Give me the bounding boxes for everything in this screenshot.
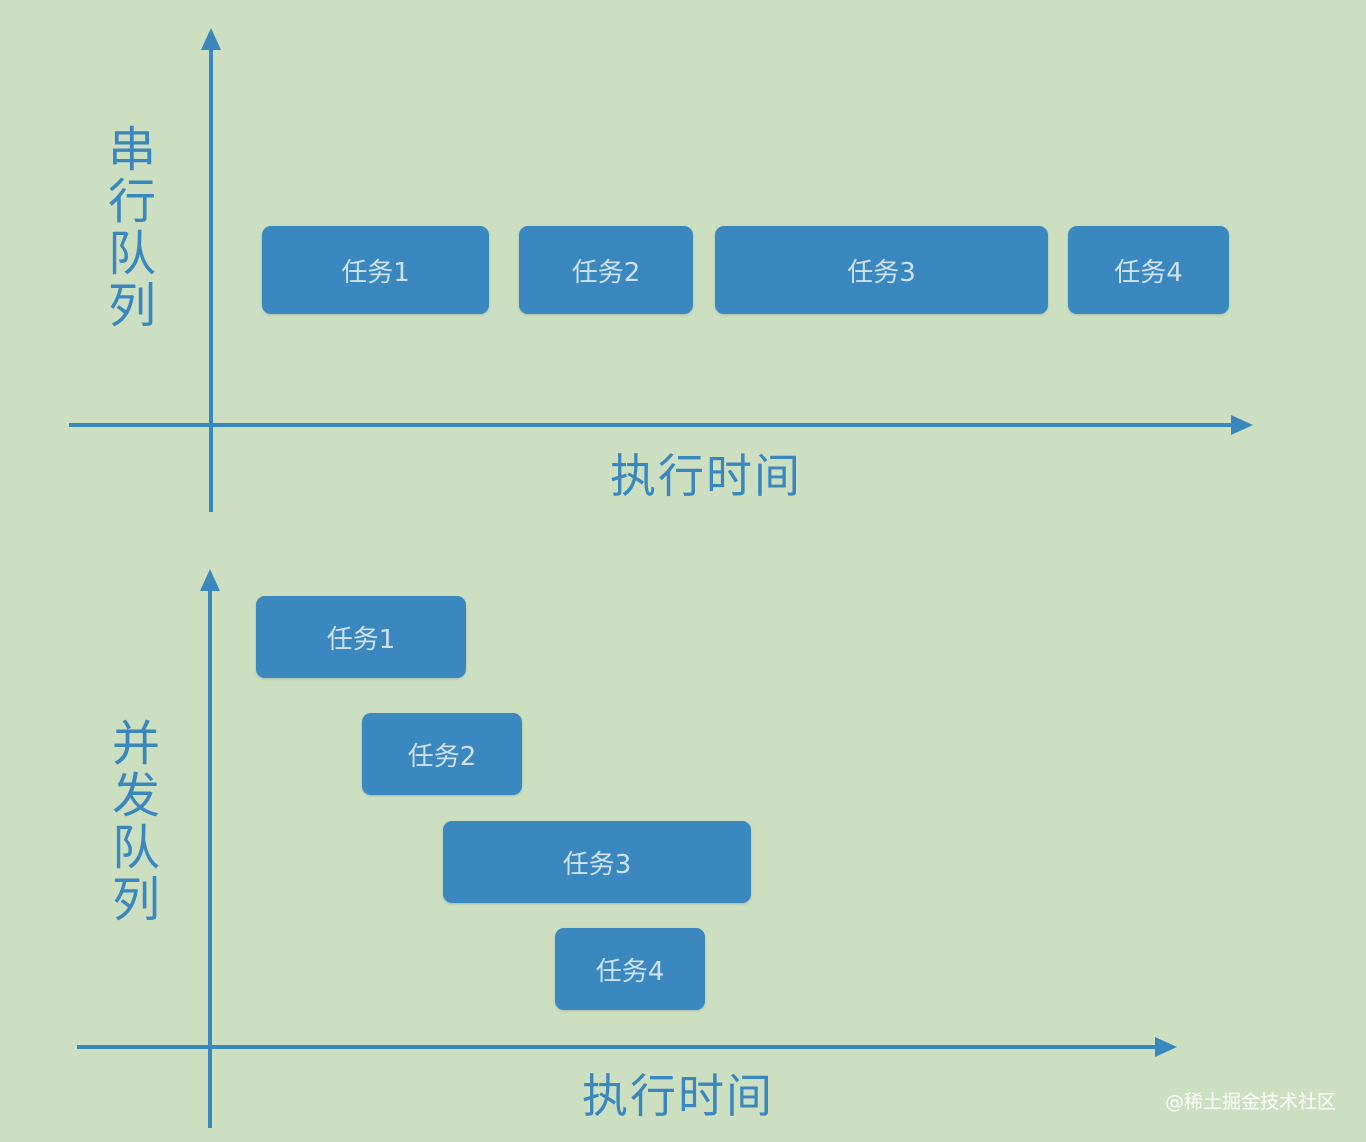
serial-ylabel: 串行队列 [99,124,155,332]
concurrent-ylabel: 并发队列 [103,718,159,926]
concurrent-task-1: 任务1 [256,596,466,678]
watermark: @稀土掘金技术社区 [1164,1091,1336,1113]
concurrent-y-axis-arrowhead [200,569,220,591]
concurrent-x-axis-arrowhead [1155,1037,1177,1057]
concurrent-task-2: 任务2 [362,713,522,795]
concurrent-xlabel: 执行时间 [582,1069,774,1123]
concurrent-task-4: 任务4 [555,928,705,1010]
serial-xlabel: 执行时间 [610,449,802,503]
serial-y-axis-arrowhead [201,28,221,50]
concurrent-task-3: 任务3 [443,821,751,903]
serial-x-axis-arrowhead [1231,415,1253,435]
serial-task-1: 任务1 [262,226,489,314]
serial-task-3: 任务3 [715,226,1048,314]
serial-task-4: 任务4 [1068,226,1229,314]
serial-task-2: 任务2 [519,226,693,314]
